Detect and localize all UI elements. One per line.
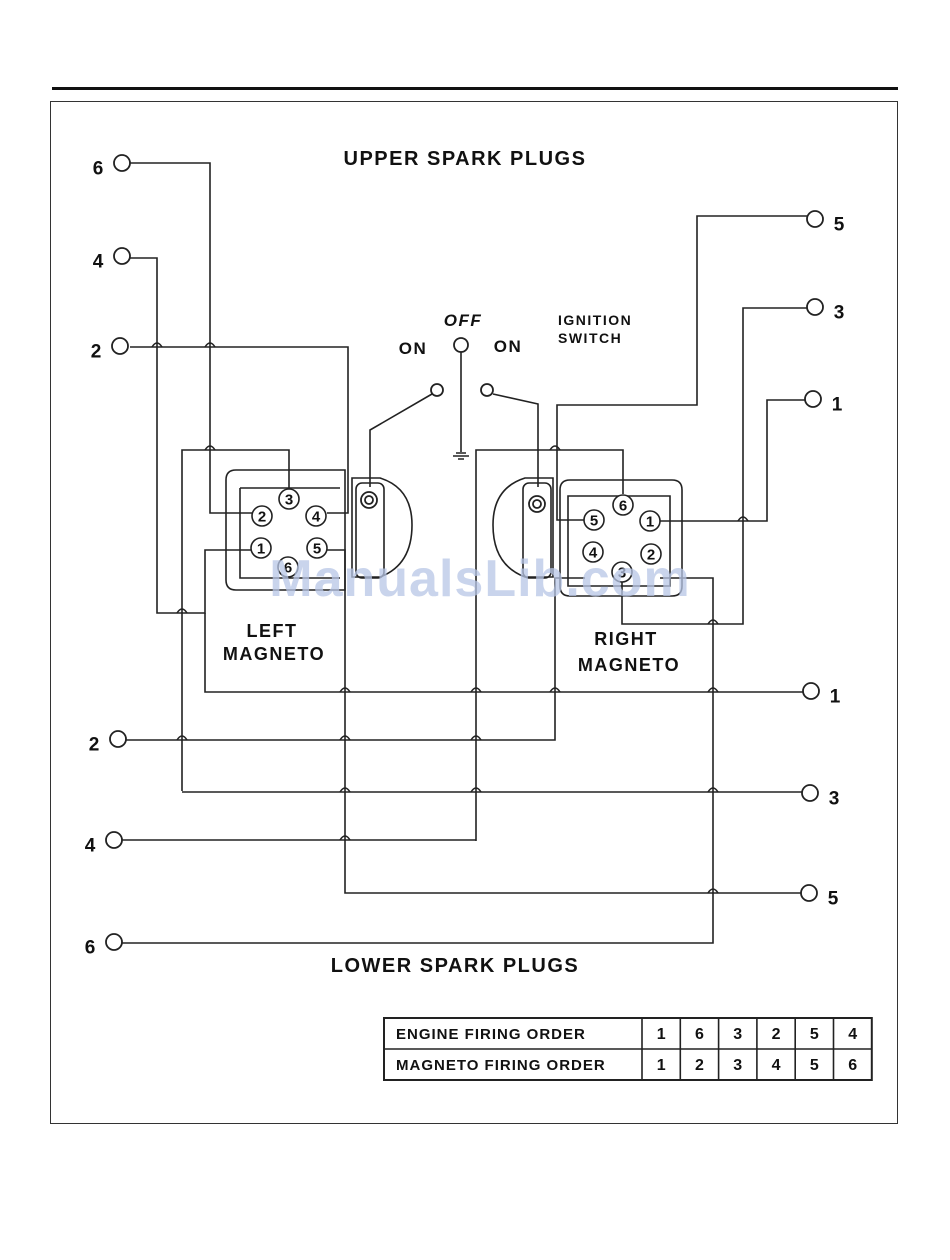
lower-left-plugs: 2 4 6 [85,731,126,959]
right-magneto-pin-5: 5 [584,510,604,530]
left-magneto-label-1: LEFT [247,621,298,641]
spark-plug-terminal [805,391,821,407]
firing-table-cell: 4 [772,1057,781,1074]
upper-left-plug-6: 6 [93,155,130,180]
right-magneto-pin-6: 6 [613,495,633,515]
spark-plug-terminal [106,934,122,950]
lower-wiring [120,550,805,943]
right-magneto-label-1: RIGHT [594,629,658,649]
firing-table-cell: 1 [657,1026,666,1043]
spark-plug-terminal [110,731,126,747]
upper-right-plug-1: 1 [805,391,843,416]
firing-table-row: MAGNETO FIRING ORDER 1 2 3 4 5 6 [396,1057,857,1074]
left-magneto-pin-2: 2 [252,506,272,526]
label-on-right: ON [494,337,523,356]
spark-plug-terminal [807,211,823,227]
right-magneto-pin-1: 1 [640,511,660,531]
firing-table-row-label: MAGNETO FIRING ORDER [396,1057,606,1074]
lower-right-plug-number: 1 [830,687,841,708]
lower-left-plug-2: 2 [89,731,126,756]
lower-left-plug-number: 6 [85,938,96,959]
label-switch: SWITCH [558,330,622,346]
label-on-left: ON [399,339,428,358]
left-magneto-pin-label: 1 [257,541,265,558]
lower-left-plug-4: 4 [85,832,122,857]
switch-on-right-terminal [481,384,493,396]
label-ignition: IGNITION [558,312,632,328]
right-magneto-pin-label: 5 [590,513,598,530]
firing-table-cell: 3 [733,1057,742,1074]
upper-spark-plugs-title: UPPER SPARK PLUGS [344,148,587,170]
left-magneto-label-2: MAGNETO [223,644,325,664]
left-magneto-pin-4: 4 [306,506,326,526]
spark-plug-terminal [807,299,823,315]
firing-table-cell: 1 [657,1057,666,1074]
upper-right-plug-3: 3 [807,299,844,324]
spark-plug-terminal [112,338,128,354]
firing-table-cell: 3 [733,1026,742,1043]
firing-table-cell: 5 [810,1057,819,1074]
upper-left-plug-2: 2 [91,338,128,363]
left-magneto-pin-1: 1 [251,538,271,558]
upper-right-plug-number: 5 [834,215,845,236]
wire-crossovers [152,343,748,893]
firing-table-cell: 2 [695,1057,704,1074]
right-magneto-pin-label: 1 [646,514,654,531]
firing-table-row-label: ENGINE FIRING ORDER [396,1026,586,1043]
upper-left-plug-number: 6 [93,159,104,180]
lower-left-plug-number: 2 [89,735,100,756]
spark-plug-terminal [114,155,130,171]
upper-left-plug-number: 2 [91,342,102,363]
switch-off-terminal [454,338,468,352]
spark-plug-terminal [801,885,817,901]
spark-plug-terminal [802,785,818,801]
firing-table-cell: 4 [848,1026,857,1043]
ground-icon [453,453,469,459]
left-magneto-pin-label: 4 [312,509,321,526]
spark-plug-terminal [114,248,130,264]
lower-left-plug-6: 6 [85,934,122,959]
switch-on-left-terminal [431,384,443,396]
lower-right-plug-3: 3 [802,785,839,810]
upper-left-plugs: 6 4 2 [91,155,130,363]
upper-left-plug-number: 4 [93,252,104,273]
firing-table-cell: 5 [810,1026,819,1043]
firing-table-cell: 6 [848,1057,857,1074]
upper-right-plug-5: 5 [807,211,845,236]
upper-right-plug-number: 1 [832,395,843,416]
right-magneto-pin-label: 6 [619,498,627,515]
firing-table-row: ENGINE FIRING ORDER 1 6 3 2 5 4 [396,1026,857,1043]
right-magneto-label-2: MAGNETO [578,655,680,675]
spark-plug-terminal [803,683,819,699]
label-off: OFF [444,311,483,330]
upper-left-plug-4: 4 [93,248,130,273]
lower-right-plug-1: 1 [803,683,841,708]
left-magneto-pin-label: 3 [285,492,293,509]
lower-spark-plugs-title: LOWER SPARK PLUGS [331,955,579,977]
ignition-switch: OFF ON ON IGNITION SWITCH [370,311,632,487]
watermark: ManualsLib.com [269,550,690,608]
firing-table-cell: 2 [772,1026,781,1043]
lower-right-plugs: 1 3 5 [801,683,841,910]
spark-plug-terminal [106,832,122,848]
lower-right-plug-number: 5 [828,889,839,910]
left-magneto-pin-label: 2 [258,509,266,526]
lower-right-plug-number: 3 [829,789,840,810]
left-magneto-pin-3: 3 [279,489,299,509]
firing-table-cell: 6 [695,1026,704,1043]
lower-left-plug-number: 4 [85,836,96,857]
lower-right-plug-5: 5 [801,885,839,910]
upper-right-plugs: 5 3 1 [805,211,845,416]
upper-right-plug-number: 3 [834,303,845,324]
